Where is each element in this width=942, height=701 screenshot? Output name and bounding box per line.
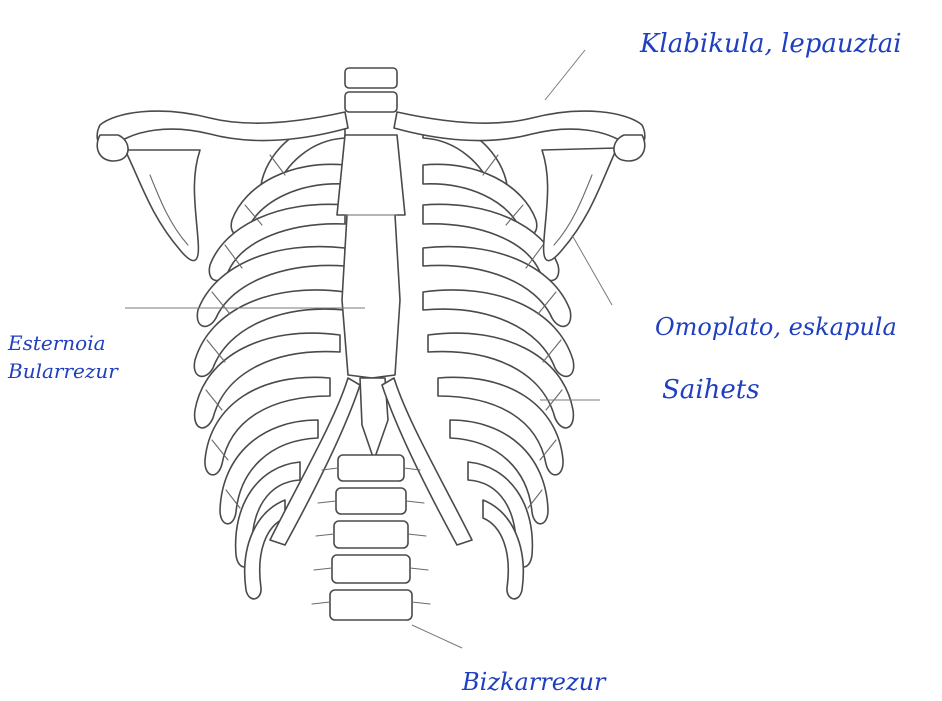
scapula-right <box>542 148 617 261</box>
label-spine: Bizkarrezur <box>461 668 607 696</box>
leader-spine <box>412 625 462 648</box>
label-sternum-1: Esternoia <box>7 331 106 355</box>
scapula-left <box>125 150 200 261</box>
leader-scapula <box>572 235 612 305</box>
ribs-left <box>194 120 345 599</box>
label-scapula: Omoplato, eskapula <box>655 313 897 341</box>
leader-clavicle <box>545 50 585 100</box>
label-clavicle: Klabikula, lepauztai <box>639 29 902 59</box>
label-sternum-2: Bularrezur <box>7 359 119 383</box>
label-ribs: Saihets <box>662 375 760 405</box>
